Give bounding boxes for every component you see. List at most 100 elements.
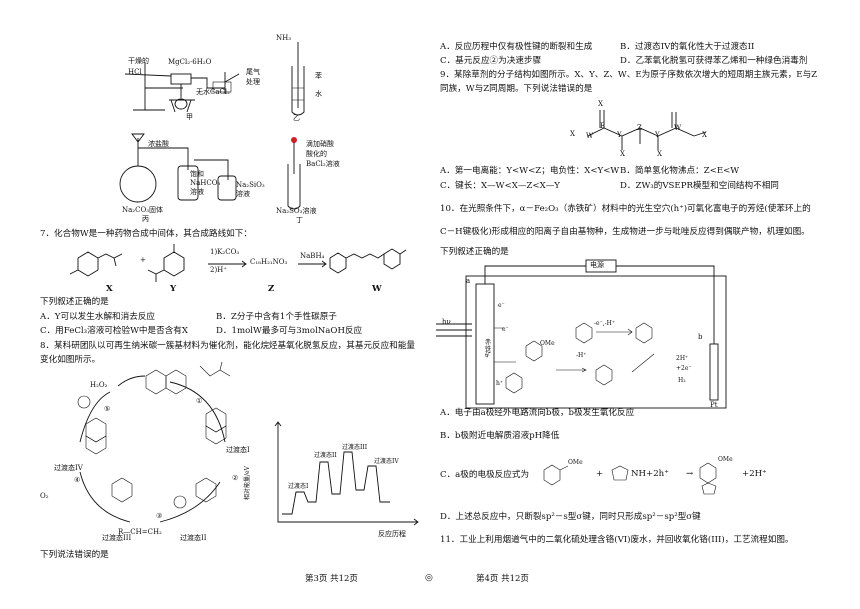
q8-stem-1: 8．某科研团队以可再生纳米碳一簇基材料为催化剂，能化烷烃基氧化脱氢反应，其基元反… xyxy=(40,341,416,351)
energy-ylabel: 相对能量/eV xyxy=(244,466,251,500)
jia-exhaust-1: 尾气 xyxy=(246,68,260,76)
q9-atom-e: E xyxy=(600,122,606,130)
q9-atom-x3: X xyxy=(620,150,625,158)
energy-peak-1: 过渡态I xyxy=(288,483,309,490)
jia-name: 甲 xyxy=(186,113,193,121)
apparatus-yi-figure xyxy=(291,42,305,116)
q9-atom-x4: X xyxy=(657,150,662,158)
q9-option-c: C．键长：X—W<X—Z<X—Y xyxy=(440,181,560,191)
q9-atom-y2: Y xyxy=(655,131,660,139)
cycle-ts2: 过渡态II xyxy=(180,534,207,542)
cycle-step-1: ① xyxy=(196,397,203,405)
q8-option-a: A．反应历程中仅有极性键的断裂和生成 xyxy=(440,42,593,52)
q10-electrode-b: b xyxy=(698,333,703,341)
q8-stem-2: 变化如图所示。 xyxy=(40,355,101,365)
q10-cathode-2: +2e⁻ xyxy=(676,365,692,372)
jia-gas-label-1: 干燥的 xyxy=(128,57,149,65)
bing-solid: Na₂CO₃固体 xyxy=(122,206,164,214)
q9-molecule xyxy=(587,110,707,150)
q9-option-a: A．第一电离能：Y<W<Z；电负性：X<Y<W xyxy=(440,166,620,176)
energy-xlabel: 反应历程 xyxy=(378,530,406,538)
q9-atom-y1: Y xyxy=(617,131,622,139)
q8-prompt: 下列说法错误的是 xyxy=(40,550,109,560)
q9-atom-z: Z xyxy=(637,124,642,132)
q10-step2: -H⁺ xyxy=(576,352,587,359)
q9-atom-x1: X xyxy=(570,130,575,138)
q10-ome-label: OMe xyxy=(540,340,555,347)
cycle-step-3: ③ xyxy=(156,512,163,520)
q9-option-b: B．简单氢化物沸点：Z<E<W xyxy=(620,166,740,176)
q8-option-b: B．过渡态IV的氧化性大于过渡态II xyxy=(620,42,755,52)
cycle-ts1: 过渡态I xyxy=(226,446,250,454)
q10-option-c-arrow: → xyxy=(686,469,694,479)
q9-stem-2: 同族，W与Z同周期。下列说法错误的是 xyxy=(440,84,593,94)
cycle-step-4: ④ xyxy=(74,476,81,484)
cycle-product: R—CH=CH₂ xyxy=(118,528,162,536)
q7-formula-z: C₁₈H₂₁NO₃ xyxy=(250,258,288,266)
q10-option-c-prefix: C．a极的电极反应式为 xyxy=(440,470,530,480)
right-page: A．反应历程中仅有极性键的断裂和生成 B．过渡态IV的氧化性大于过渡态II C．… xyxy=(430,0,860,609)
q7-option-d: D．1molW最多可与3molNaOH反应 xyxy=(216,326,363,336)
bing-acid: 浓盐酸 xyxy=(148,140,169,148)
q7-label-w: W xyxy=(372,284,382,294)
q8-energy-profile xyxy=(274,421,419,526)
q10-cathode-1: 2H⁺ xyxy=(676,355,689,362)
q7-prompt: 下列叙述正确的是 xyxy=(40,297,109,307)
q8-catalytic-cycle xyxy=(77,361,231,523)
jia-drying-agent: 无水CaCl₂ xyxy=(196,88,230,96)
q7-plus-sign: + xyxy=(140,256,146,264)
cycle-ts4: 过渡态IV xyxy=(54,464,83,472)
q10-electrode-a: a xyxy=(466,277,471,285)
q9-atom-x2: X xyxy=(598,100,603,108)
bing-sil-1: Na₂SiO₃ xyxy=(236,181,265,189)
bing-wash-2: NaHCO₃ xyxy=(190,179,221,187)
q10-hv-label: hν xyxy=(442,318,451,326)
q7-option-c: C．用FeCl₃溶液可检验W中是否含有X xyxy=(40,326,188,336)
bing-wash-1: 饱和 xyxy=(190,170,204,178)
q10-stem-2: C－H键极化)形成相应的阳离子自由基物种，生成物进一步与吡唑反应得到偶联产物，机… xyxy=(440,227,810,237)
q7-step1-bottom: 2)H⁺ xyxy=(210,266,227,274)
energy-peak-2: 过渡态II xyxy=(314,452,337,459)
q10-stem-3: 下列叙述正确的是 xyxy=(440,247,509,257)
yi-layer-bottom: 水 xyxy=(315,90,322,98)
right-footer: 第4页 共12页 xyxy=(476,574,529,584)
apparatus-ding-figure xyxy=(287,137,301,210)
q11-stem: 11．工业上利用烟道气中的二氧化硫处理含铬(VI)废水，并回收氧化铬(III)，… xyxy=(440,535,794,545)
apparatus-jia-figure xyxy=(124,62,240,113)
left-footer: 第3页 共12页 xyxy=(305,574,358,584)
ding-reagent-3: BaCl₂溶液 xyxy=(306,160,340,168)
q10-pt-label: Pt xyxy=(710,401,718,409)
q10-option-c-ome1: OMe xyxy=(568,459,583,466)
q7-option-a: A．Y可以发生水解和消去反应 xyxy=(40,312,156,322)
ding-solution: Na₂SO₃溶液 xyxy=(276,207,317,215)
ding-name: 丁 xyxy=(296,216,303,224)
q9-atom-w2: W xyxy=(586,132,594,140)
q10-power-label: 电源 xyxy=(590,261,604,269)
yi-name: 乙 xyxy=(293,114,300,122)
ding-reagent-2: 酸化的 xyxy=(306,150,327,158)
q7-step1-top: 1)K₂CO₃ xyxy=(210,248,240,256)
ding-reagent-1: 滴加硝酸 xyxy=(306,140,334,148)
cycle-ts3: 过渡态III xyxy=(102,534,132,542)
q7-label-y: Y xyxy=(170,284,177,294)
jia-gas-label-2: HCl xyxy=(128,68,142,76)
q10-option-a: A．电子由a极经外电路流向b极，b极发生氧化反应 xyxy=(440,408,635,418)
jia-salt-label: MgCl₂·6H₂O xyxy=(168,58,212,66)
q7-label-z: Z xyxy=(268,284,275,294)
energy-peak-4: 过渡态IV xyxy=(374,458,399,465)
q8-option-c: C．基元反应②为决速步骤 xyxy=(440,56,542,66)
q10-option-d: D．上述总反应中，只断裂sp²－s型σ键，同时只形成sp²－sp²型σ键 xyxy=(440,512,701,522)
q7-step2: NaBH₄ xyxy=(300,252,325,260)
page-divider-mark: ◎ xyxy=(425,573,433,583)
cycle-o2: O₂ xyxy=(40,492,49,500)
q7-label-x: X xyxy=(106,284,113,294)
yi-gas: NH₃ xyxy=(276,34,292,42)
bing-name: 丙 xyxy=(142,215,149,223)
q10-e-upper: e⁻ xyxy=(498,302,505,309)
q7-stem: 7．化合物W是一种药物合成中间体，其合成路线如下： xyxy=(40,229,252,239)
q10-option-b: B．b极附近电解质溶液pH降低 xyxy=(440,431,560,441)
apparatus-bing-figure xyxy=(119,133,237,203)
left-page: 干燥的 HCl MgCl₂·6H₂O 尾气 处理 无水CaCl₂ 甲 NH₃ 苯… xyxy=(40,34,419,584)
q9-stem-1: 9．某除草剂的分子结构如图所示。X、Y、Z、W、E为原子序数依次增大的短周期主族… xyxy=(440,70,818,80)
yi-layer-top: 苯 xyxy=(315,72,322,80)
